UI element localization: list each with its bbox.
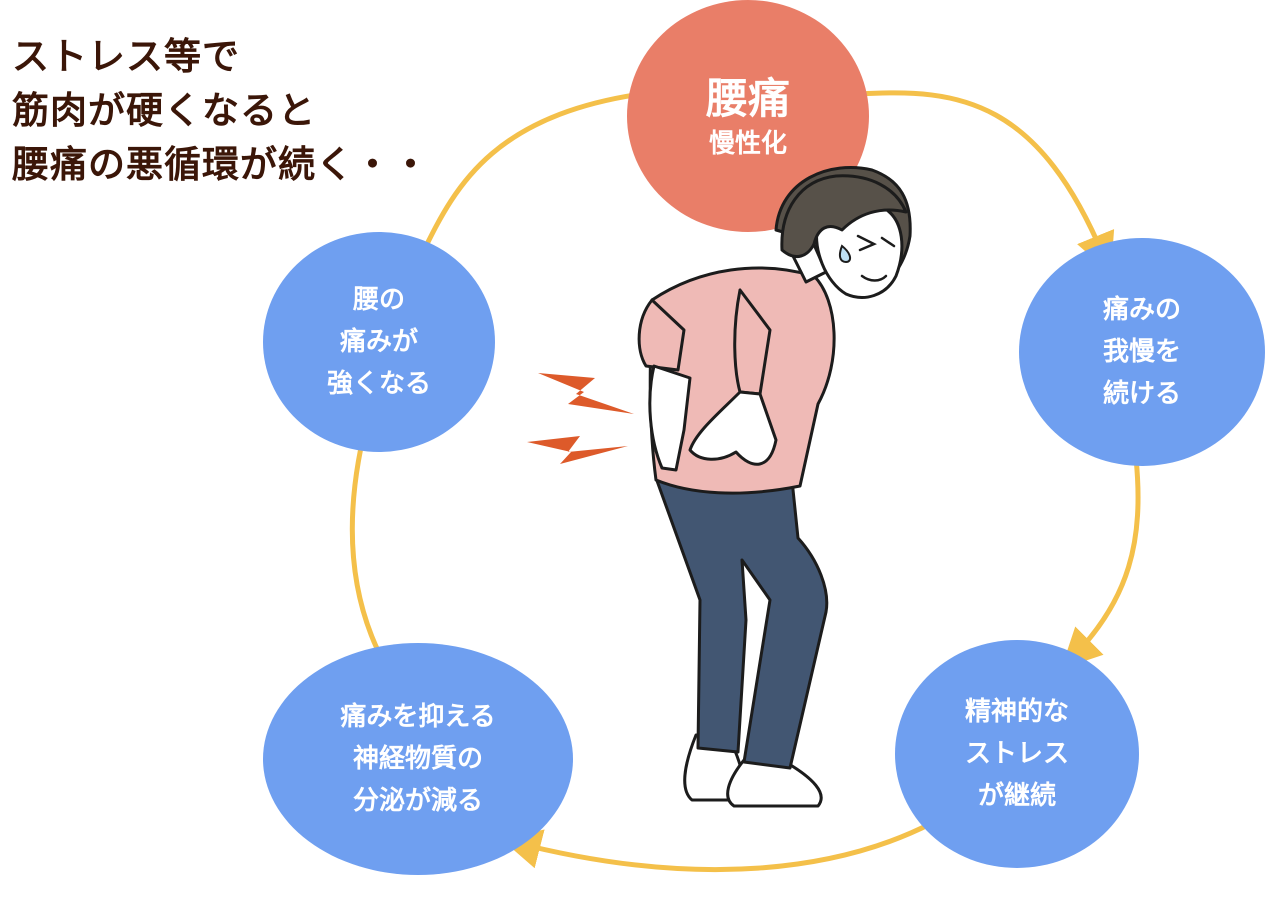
arrow-right-to-bottom-right	[1061, 455, 1141, 669]
node-line: 腰の	[352, 285, 405, 315]
node-line: 痛みの	[1102, 295, 1181, 325]
node-line: 我慢を	[1102, 337, 1181, 367]
node-line: 分泌が減る	[352, 786, 483, 816]
cycle-node-endure-pain: 痛みの 我慢を 続ける	[1019, 238, 1265, 466]
node-line: 痛みが	[339, 327, 418, 357]
cycle-node-pain-increases: 腰の 痛みが 強くなる	[263, 232, 495, 452]
node-line: が継続	[977, 781, 1056, 811]
node-line: 神経物質の	[352, 744, 483, 774]
center-subtitle: 慢性化	[708, 129, 787, 159]
headline: ストレス等で 筋肉が硬くなると 腰痛の悪循環が続く・・	[12, 30, 430, 192]
headline-line-1: ストレス等で	[12, 35, 240, 78]
arrow-top-to-right	[857, 90, 1115, 274]
pain-lightning-icon	[527, 373, 634, 464]
arrow-bottom-right-to-bottom-left	[500, 820, 935, 873]
center-title: 腰痛	[705, 74, 790, 123]
arrow-left-to-top	[413, 73, 678, 269]
headline-line-2: 筋肉が硬くなると	[12, 89, 316, 132]
cycle-node-neurotransmitter-decrease: 痛みを抑える 神経物質の 分泌が減る	[263, 643, 573, 875]
headline-line-3: 腰痛の悪循環が続く・・	[12, 143, 430, 186]
cycle-node-mental-stress: 精神的な ストレス が継続	[895, 640, 1139, 868]
node-line: 強くなる	[326, 369, 431, 399]
node-line: ストレス	[964, 739, 1069, 769]
node-line: 痛みを抑える	[340, 702, 496, 732]
node-line: 続ける	[1102, 379, 1181, 409]
node-line: 精神的な	[964, 697, 1069, 727]
